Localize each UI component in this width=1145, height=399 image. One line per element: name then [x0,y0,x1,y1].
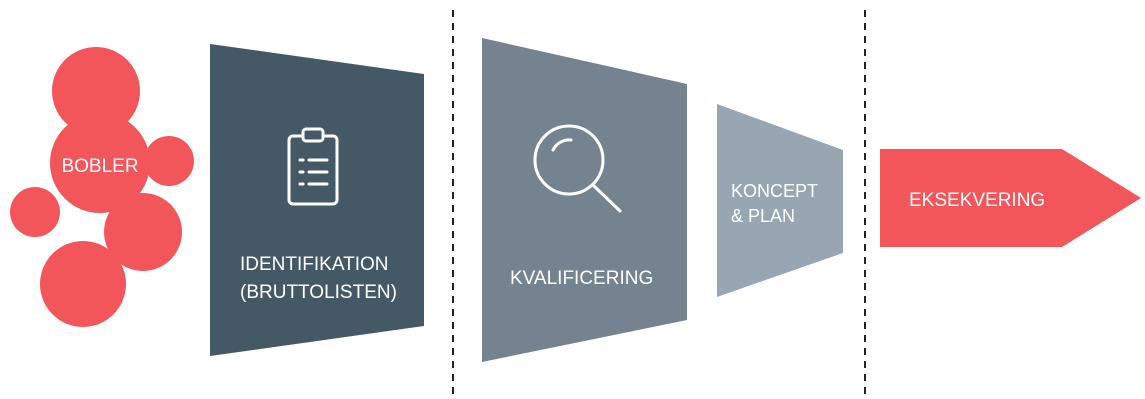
bubbles-cluster [10,47,194,327]
magnifier-icon [533,124,622,213]
stage-koncept-label-line2: & PLAN [731,206,795,226]
stage-kvalificering-shape [482,38,687,362]
stage-identifikation-shape [210,44,424,356]
stage-koncept-label-line1: KONCEPT [731,181,818,201]
clipboard-list-icon [287,127,339,206]
stage-kvalificering-label: KVALIFICERING [510,268,653,289]
stage-eksekvering-arrow [880,149,1141,247]
bubble-top [52,47,140,135]
bubble-bottom [40,241,126,327]
stage-identifikation-label-line1: IDENTIFIKATION [240,254,388,275]
bubble-medium-right [104,193,182,271]
bubble-small-right [144,136,194,186]
stage-eksekvering-label: EKSEKVERING [909,190,1045,211]
stage-koncept-shape [717,104,843,297]
bubble-main [50,113,150,213]
bubble-small-left [10,187,60,237]
stage-identifikation-label-line2: (BRUTTOLISTEN) [240,282,397,303]
bubbles-label: BOBLER [61,156,138,177]
